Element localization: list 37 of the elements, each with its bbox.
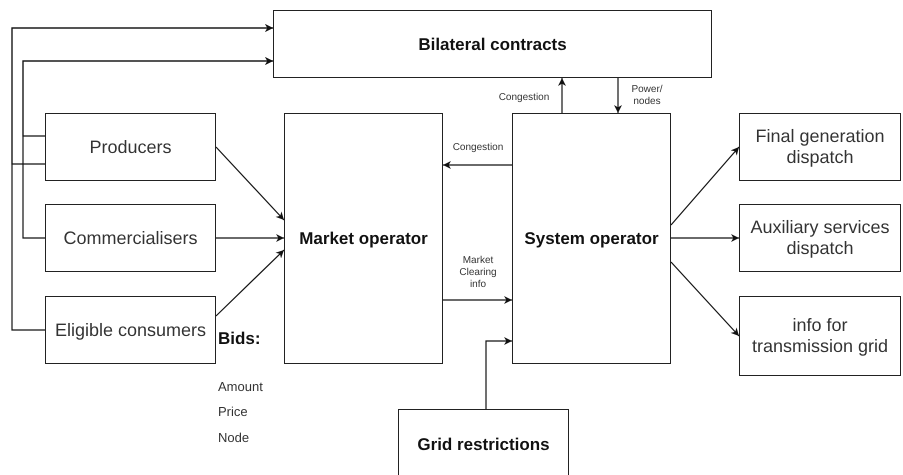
contracts-box [273,10,712,78]
node-label: Bilateral contracts [418,34,567,54]
arrow [216,146,284,220]
bid-item: Price [218,404,248,419]
arrow [22,57,273,239]
node-label: Producers [89,136,172,158]
output-box [739,113,901,181]
arrow [216,250,284,316]
node-label: Auxiliary services dispatch [749,217,891,259]
participant-box [45,296,216,364]
arrow [216,234,284,242]
arrow [11,24,273,331]
operator-box [512,113,671,364]
node-label: Commercialisers [63,228,198,248]
node-label: info for transmission grid [750,315,890,357]
node-label: Final generation dispatch [754,126,886,168]
operator-box [284,113,443,364]
bid-item: Amount [218,379,263,394]
bid-item: Node [218,430,250,445]
input-box [398,409,569,475]
arrow [671,234,739,242]
output-box [739,204,901,272]
arrow [670,146,740,226]
node-label: System operator [524,228,659,249]
arrow [670,262,740,336]
arrow [443,296,512,304]
participant-box [45,113,216,181]
arrow [485,337,512,409]
node-label: Market operator [299,228,428,249]
node-label: Eligible consumers [54,320,206,340]
participant-box [45,204,216,272]
arrow [443,161,512,169]
arrow [558,78,566,113]
arrow [614,78,622,113]
node-label: Grid restrictions [417,434,550,454]
bids-heading: Bids: [218,329,260,349]
output-box [739,296,901,376]
